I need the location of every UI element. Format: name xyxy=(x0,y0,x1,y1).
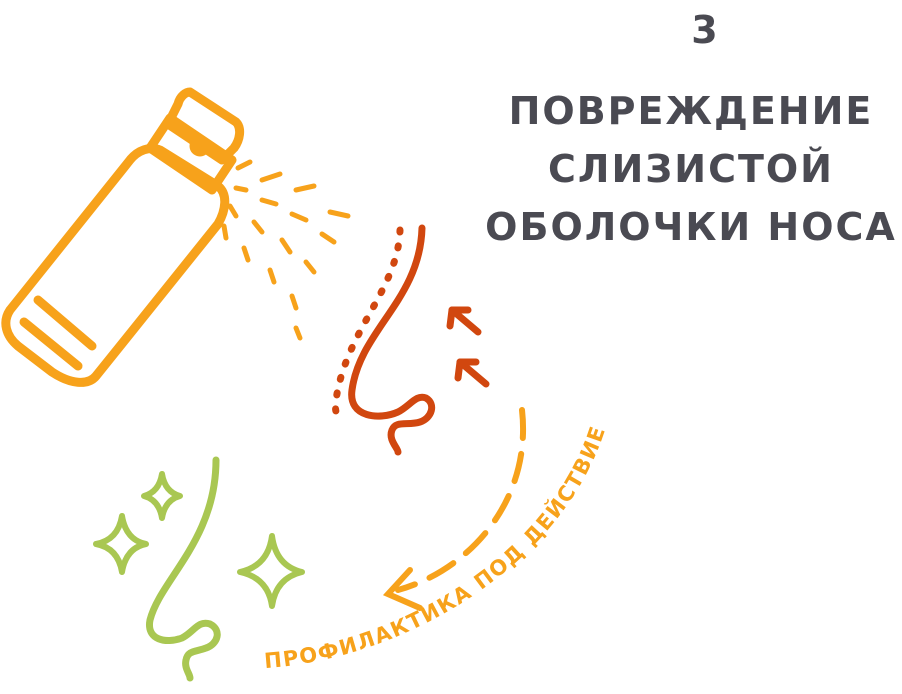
title-line-1: ПОВРЕЖДЕНИЕ xyxy=(508,89,874,133)
dotted-outline-icon xyxy=(332,226,404,424)
title-line-2: СЛИЗИСТОЙ xyxy=(548,147,834,191)
curved-dashed-arrow-icon xyxy=(382,407,527,611)
sparkle-icon xyxy=(93,471,305,609)
damaged-nose-icon xyxy=(348,224,436,456)
healthy-nose-icon xyxy=(146,456,221,682)
title-line-3: ОБОЛОЧКИ НОСА xyxy=(485,205,897,249)
arrow-up-left-icon xyxy=(446,306,490,388)
spray-bottle-icon xyxy=(1,87,245,387)
step-number: 3 xyxy=(691,8,719,52)
spray-mist-icon xyxy=(221,159,351,341)
page-title: ПОВРЕЖДЕНИЕ СЛИЗИСТОЙ ОБОЛОЧКИ НОСА xyxy=(480,82,902,256)
